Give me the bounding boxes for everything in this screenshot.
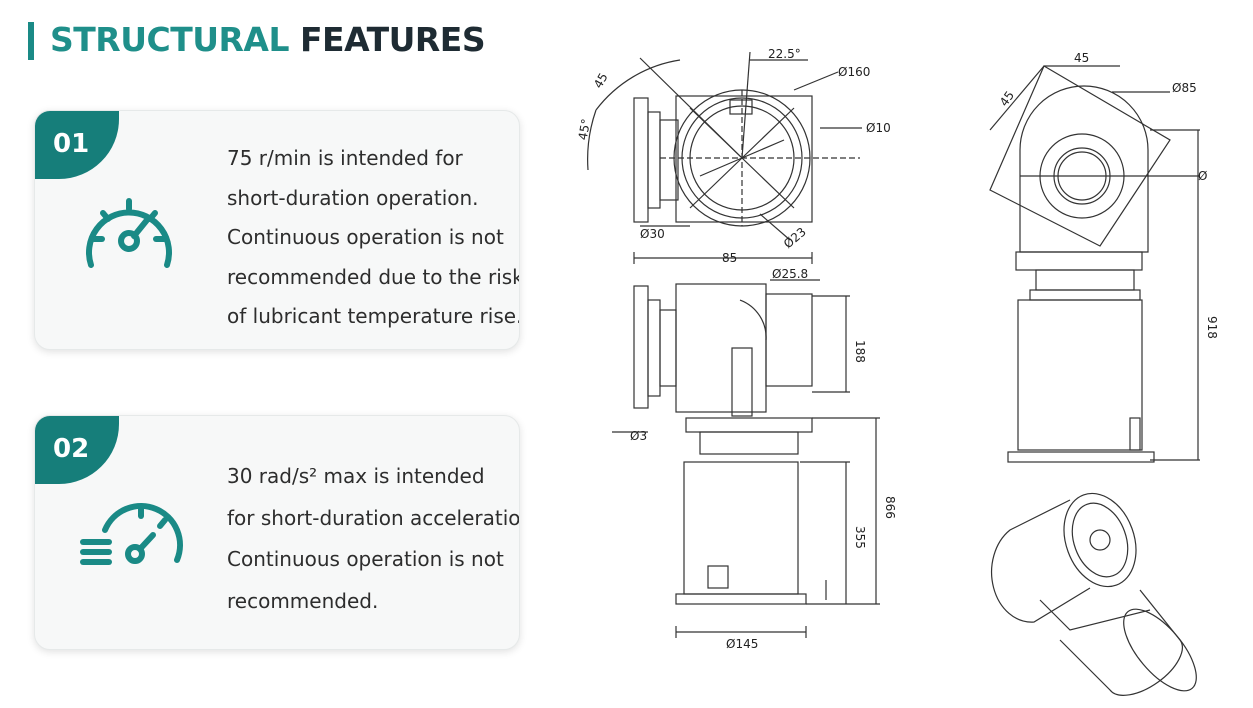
speedometer-icon (86, 198, 172, 268)
dim-label: Ø10 (866, 121, 891, 135)
dim-label: Ø23 (781, 225, 809, 252)
right-view (989, 65, 1200, 463)
dim-label: Ø160 (838, 65, 870, 79)
feature-number-badge: 02 (35, 416, 119, 484)
feature-line: short-duration operation. (227, 185, 479, 210)
dim-label: Ø (1198, 169, 1207, 183)
dim-label: 45 (997, 88, 1017, 109)
feature-line: for short-duration acceleration. (227, 505, 520, 530)
page-title: STRUCTURAL FEATURES (50, 20, 486, 59)
dim-label: Ø145 (726, 637, 758, 651)
dim-label: Ø25.8 (772, 267, 808, 281)
technical-drawing: 22.5° 45 45° Ø160 Ø10 Ø30 Ø23 85 Ø25.8 1… (576, 47, 1219, 696)
front-view (587, 51, 862, 264)
dim-label: 22.5° (768, 47, 801, 61)
dim-label: Ø3 (630, 429, 647, 443)
feature-line: recommended due to the risk (227, 264, 520, 289)
feature-line: 30 rad/s² max is intended (227, 464, 485, 488)
dimension-labels: 22.5° 45 45° Ø160 Ø10 Ø30 Ø23 85 Ø25.8 1… (576, 47, 1219, 651)
dim-label: 45° (576, 118, 593, 141)
side-view (612, 279, 880, 638)
dim-label: Ø30 (640, 227, 665, 241)
dim-label: 188 (853, 340, 867, 363)
feature-line: recommended. (227, 588, 379, 613)
feature-number: 01 (53, 129, 90, 159)
title-accent-bar (28, 22, 34, 60)
dim-label: 355 (853, 526, 867, 549)
dim-label: 45 (591, 70, 611, 90)
feature-description: 75 r/min is intended for short-duration … (227, 139, 520, 337)
feature-description: 30 rad/s² max is intended for short-dura… (227, 456, 520, 622)
dim-label: 866 (883, 496, 897, 519)
feature-line: Continuous operation is not (227, 547, 504, 571)
title-accent-word: STRUCTURAL (50, 20, 290, 59)
dim-label: 45 (1074, 51, 1089, 65)
feature-number-badge: 01 (35, 111, 119, 179)
fast-speedometer-icon (80, 503, 183, 565)
feature-card-1: 01 75 r/min is intended for short-durati… (34, 110, 520, 350)
dim-label: 85 (722, 251, 737, 265)
feature-line: of lubricant temperature rise. (227, 304, 520, 328)
feature-number: 02 (53, 434, 90, 464)
dim-label: Ø85 (1172, 81, 1197, 95)
title-rest-word: FEATURES (300, 20, 486, 59)
feature-line: 75 r/min is intended for (227, 146, 463, 170)
feature-card-2: 02 30 rad/s² max is intended for short-d… (34, 415, 520, 650)
dim-label: 918 (1205, 316, 1219, 339)
isometric-view (991, 492, 1197, 696)
feature-line: Continuous operation is not (227, 225, 504, 249)
